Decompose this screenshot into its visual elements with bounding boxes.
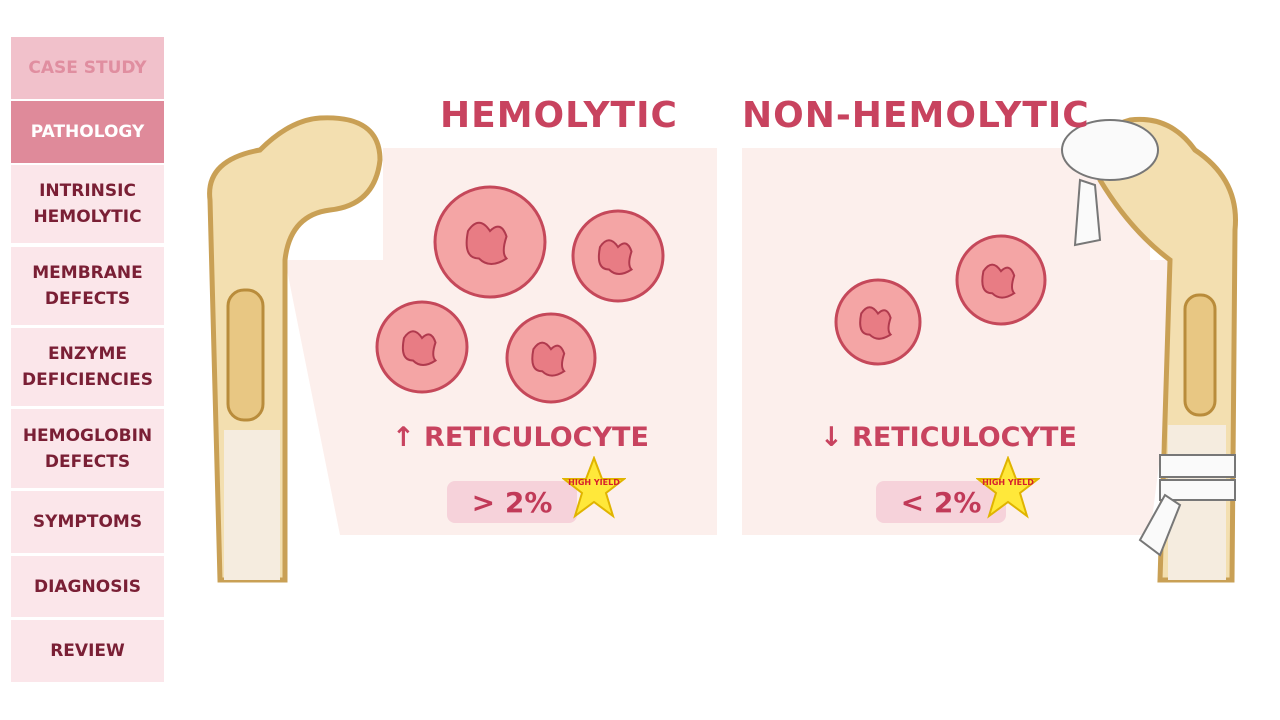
sidebar-item-intrinsic-hemolytic[interactable]: INTRINSIC HEMOLYTIC xyxy=(11,165,164,243)
cell-nucleus-pattern xyxy=(859,306,893,340)
high-yield-star-icon: HIGH YIELD xyxy=(976,456,1040,520)
sidebar-item-symptoms[interactable]: SYMPTOMS xyxy=(11,491,164,553)
cell-nucleus-pattern xyxy=(465,221,509,265)
sidebar-item-membrane-defects[interactable]: MEMBRANE DEFECTS xyxy=(11,247,164,325)
cell-nucleus-pattern xyxy=(401,330,438,366)
up-arrow-icon: ↑ xyxy=(392,422,415,453)
left-femur-illustration xyxy=(207,115,383,583)
right-femur-bandaged-illustration xyxy=(1061,116,1238,583)
sidebar-item-pathology[interactable]: PATHOLOGY xyxy=(11,101,164,163)
increased-reticulocyte-label: ↑ RETICULOCYTE xyxy=(392,422,649,453)
non-hemolytic-title: NON-HEMOLYTIC xyxy=(742,95,1090,136)
non-hemolytic-percent: < 2% xyxy=(876,481,1006,523)
sidebar-item-case-study[interactable]: CASE STUDY xyxy=(11,37,164,99)
decreased-reticulocyte-label: ↓ RETICULOCYTE xyxy=(820,422,1077,453)
cell-nucleus-pattern xyxy=(531,341,566,377)
reticulocyte-text: RETICULOCYTE xyxy=(852,422,1077,453)
hemolytic-title: HEMOLYTIC xyxy=(440,95,678,136)
sidebar-item-review[interactable]: REVIEW xyxy=(11,620,164,682)
cell-nucleus-pattern xyxy=(597,239,634,275)
sidebar-item-enzyme-deficiencies[interactable]: ENZYME DEFICIENCIES xyxy=(11,328,164,406)
high-yield-text: HIGH YIELD xyxy=(982,478,1034,487)
sidebar-item-hemoglobin-defects[interactable]: HEMOGLOBIN DEFECTS xyxy=(11,409,164,488)
down-arrow-icon: ↓ xyxy=(820,422,843,453)
high-yield-text: HIGH YIELD xyxy=(568,478,620,487)
cell-nucleus-pattern xyxy=(981,263,1016,299)
sidebar-item-diagnosis[interactable]: DIAGNOSIS xyxy=(11,556,164,617)
high-yield-star-icon: HIGH YIELD xyxy=(562,456,626,520)
hemolytic-percent: > 2% xyxy=(447,481,577,523)
reticulocyte-text: RETICULOCYTE xyxy=(424,422,649,453)
